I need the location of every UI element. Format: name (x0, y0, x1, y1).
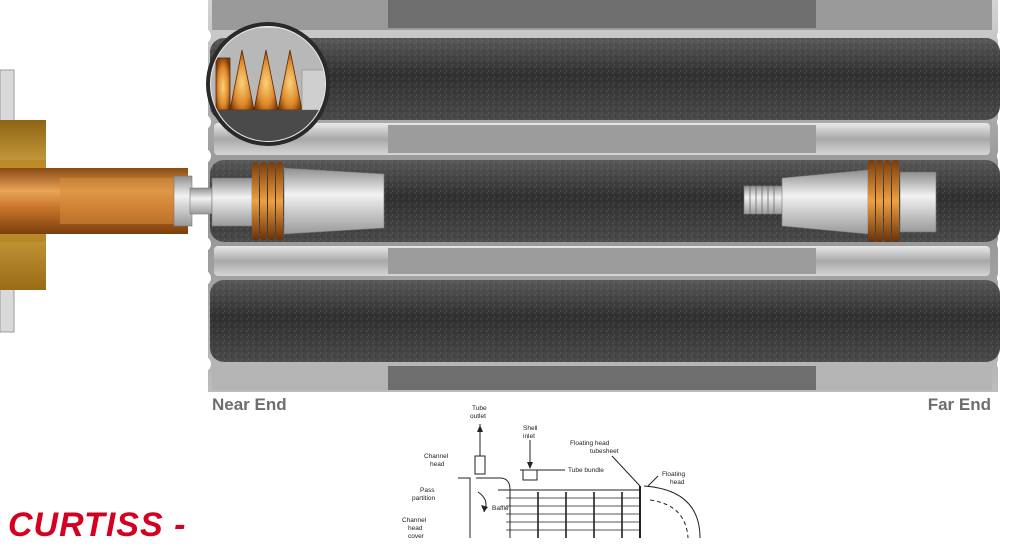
label-pass-partition-2: partition (412, 495, 436, 502)
label-tube-outlet-1: Tube (472, 405, 487, 412)
label-tube-bundle: Tube bundle (568, 467, 604, 474)
bottom-band-inner (388, 366, 816, 390)
label-pass-partition-1: Pass (420, 487, 435, 494)
label-channel-head-cover-3: cover (408, 533, 425, 538)
label-baffle: Baffle (492, 505, 509, 512)
tube-1-texture (210, 38, 1000, 120)
near-end-plug-rings (252, 162, 283, 240)
near-end-plug (211, 162, 385, 240)
label-shell-inlet-1: Shell (523, 425, 538, 432)
tube-3-texture (210, 280, 1000, 362)
top-band-inner (388, 0, 816, 28)
installation-tool (0, 69, 213, 333)
baffles (537, 492, 623, 538)
brand-logo-text: CURTISS - (8, 506, 187, 544)
label-channel-head-1: Channel (424, 453, 449, 460)
schematic-heat-exchanger (458, 424, 701, 539)
divider-bar-1-inner (388, 125, 816, 153)
label-floating-head-1: Floating (662, 471, 686, 478)
far-end-label: Far End (927, 395, 991, 414)
label-shell-inlet-2: inlet (523, 433, 535, 440)
far-end-plug-rings (868, 160, 899, 242)
label-floating-head-tubesheet-2: tubesheet (590, 448, 619, 455)
label-tube-outlet-2: outlet (470, 413, 486, 420)
schematic-labels: Tube outlet Shell inlet Channel head Pas… (402, 405, 686, 540)
floating-head-outline (643, 485, 701, 539)
label-channel-head-cover-2: head (408, 525, 423, 532)
label-floating-head-tubesheet-1: Floating head (570, 440, 610, 447)
label-channel-head-2: head (430, 461, 445, 468)
near-end-label: Near End (212, 395, 287, 414)
sheet-edge-notches (195, 28, 1013, 372)
far-end-plug (743, 160, 937, 242)
zoom-detail-magnifier (206, 22, 330, 146)
label-channel-head-cover-1: Channel (402, 517, 427, 524)
label-floating-head-2: head (670, 479, 685, 486)
divider-bar-2-inner (388, 248, 816, 274)
